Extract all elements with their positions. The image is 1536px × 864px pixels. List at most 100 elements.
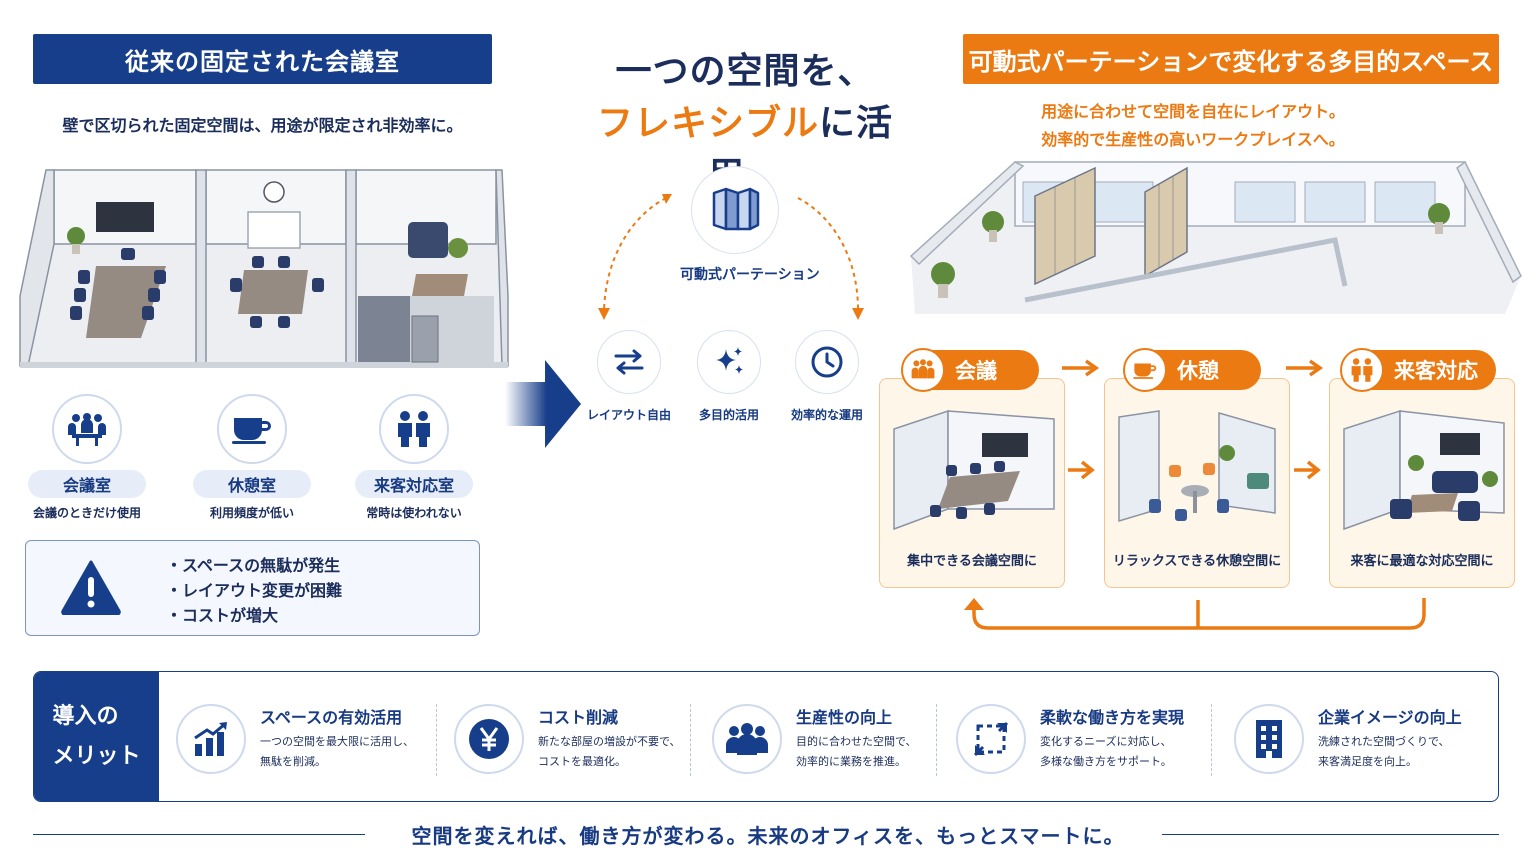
merit-separator (690, 704, 691, 776)
merit-desc-line: 無駄を削減。 (260, 755, 326, 768)
merit-separator (936, 704, 937, 776)
feature-break-room: 休憩室 利用頻度が低い (177, 394, 327, 521)
mode-tab-break: 休憩 (1123, 348, 1261, 392)
flow-arrow-icon (1062, 359, 1100, 377)
merit-separator (436, 704, 437, 776)
merit-desc-line: 目的に合わせた空間で、 (796, 735, 917, 748)
team-icon (712, 704, 782, 774)
feature-caption: 会議のときだけ使用 (32, 506, 141, 520)
flex-arrows-icon (956, 704, 1026, 774)
meeting-people-icon (901, 348, 945, 392)
feature-meeting-room: 会議室 会議のときだけ使用 (12, 394, 162, 521)
coffee-cup-icon (217, 394, 287, 464)
merit-title: スペースの有効活用 (260, 708, 403, 727)
left-section-subtitle: 壁で区切られた固定空間は、用途が限定され非効率に。 (62, 116, 463, 135)
fixed-rooms-illustration (19, 169, 509, 368)
merit-description: 目的に合わせた空間で、効率的に業務を推進。 (796, 732, 917, 772)
warning-item: ・レイアウト変更が困難 (166, 581, 343, 600)
partition-label: 可動式パーテーション (680, 267, 820, 283)
two-people-icon (1340, 348, 1384, 392)
mode-card-guest: 来客に最適な対応空間に (1329, 378, 1515, 588)
feature-label: 来客対応室 (355, 470, 473, 498)
warning-item: ・スペースの無駄が発生 (166, 556, 341, 575)
clock-icon (795, 330, 859, 394)
yen-icon (454, 704, 524, 774)
mode-caption: 来客に最適な対応空間に (1350, 554, 1494, 569)
two-people-icon (379, 394, 449, 464)
partition-node: 可動式パーテーション (680, 166, 820, 284)
mode-tab-label: 来客対応 (1394, 359, 1478, 383)
return-loop-arrow (964, 598, 1426, 630)
swap-arrows-icon (597, 330, 661, 394)
flow-arrow-icon (1294, 460, 1321, 480)
footer-rule-right (1162, 834, 1499, 835)
transition-arrow-icon (505, 360, 581, 448)
left-section-header: 従来の固定された会議室 (33, 34, 492, 84)
merit-desc-line: 新たな部屋の増設が不要で、 (538, 735, 681, 748)
merits-heading: 導入のメリット (34, 672, 159, 801)
flow-arrow-icon (1286, 359, 1324, 377)
center-feature-label: 多目的活用 (698, 408, 759, 422)
merits-panel: 導入のメリット スペースの有効活用 一つの空間を最大限に活用し、無駄を削減。 コ… (33, 671, 1499, 802)
merit-separator (1211, 704, 1212, 776)
merit-desc-line: 来客満足度を向上。 (1318, 755, 1417, 768)
merit-desc-line: 多様な働き方をサポート。 (1040, 755, 1172, 768)
right-section-subtitle: 用途に合わせて空間を自在にレイアウト。 効率的で生産性の高いワークプレイスへ。 (963, 98, 1423, 154)
right-section-header: 可動式パーテーションで変化する多目的スペース (963, 34, 1499, 84)
mode-caption: 集中できる会議空間に (907, 554, 1037, 569)
center-heading-highlight: フレキシブル (596, 103, 819, 144)
center-feature-label: 効率的な運用 (790, 408, 863, 422)
center-feature-multi: 多目的活用 (680, 330, 778, 423)
footer-rule-left (33, 834, 365, 835)
mode-tab-label: 休憩 (1177, 359, 1219, 383)
feature-caption: 利用頻度が低い (209, 506, 294, 520)
right-subtitle-line1: 用途に合わせて空間を自在にレイアウト。 (1041, 102, 1345, 121)
folding-partition-icon (691, 166, 779, 254)
merit-desc-line: 変化するニーズに対応し、 (1040, 735, 1172, 748)
right-subtitle-line2: 効率的で生産性の高いワークプレイスへ。 (1041, 130, 1345, 149)
break-scene (1118, 410, 1276, 523)
merit-desc-line: 洗練された空間づくりで、 (1318, 735, 1450, 748)
center-feature-efficiency: 効率的な運用 (778, 330, 876, 423)
center-feature-label: レイアウト自由 (586, 408, 671, 422)
merit-description: 一つの空間を最大限に活用し、無駄を削減。 (260, 732, 414, 772)
mode-tab-guest: 来客対応 (1340, 348, 1496, 392)
mode-card-break: リラックスできる休憩空間に (1104, 378, 1290, 588)
sparkle-icon (697, 330, 761, 394)
growth-chart-icon (176, 704, 246, 774)
merit-description: 新たな部屋の増設が不要で、コストを最適化。 (538, 732, 681, 772)
feature-caption: 常時は使われない (366, 506, 462, 520)
flow-arrow-icon (1068, 460, 1095, 480)
merit-title: 生産性の向上 (796, 708, 893, 727)
center-feature-layout: レイアウト自由 (580, 330, 678, 423)
meeting-scene (893, 409, 1055, 531)
feature-label: 休憩室 (193, 470, 311, 498)
mode-tab-meeting: 会議 (901, 348, 1039, 392)
meeting-people-icon (52, 394, 122, 464)
feature-guest-room: 来客対応室 常時は使われない (339, 394, 489, 521)
merits-heading-line1: 導入の (52, 703, 119, 729)
merit-description: 変化するニーズに対応し、多様な働き方をサポート。 (1040, 732, 1172, 772)
merit-title: コスト削減 (538, 708, 619, 727)
feature-label: 会議室 (28, 470, 146, 498)
warning-triangle-icon (61, 560, 121, 615)
merit-title: 柔軟な働き方を実現 (1040, 708, 1185, 727)
merit-desc-line: 効率的に業務を推進。 (796, 755, 906, 768)
footer-tagline: 空間を変えれば、働き方が変わる。未来のオフィスを、もっとスマートに。 (411, 824, 1125, 848)
mode-tab-label: 会議 (955, 359, 997, 383)
coffee-cup-icon (1123, 348, 1167, 392)
mode-card-meeting: 集中できる会議空間に (879, 378, 1065, 588)
merit-desc-line: コストを最適化。 (538, 755, 626, 768)
mode-caption: リラックスできる休憩空間に (1112, 554, 1282, 569)
center-heading-line1: 一つの空間を、 (615, 51, 875, 92)
open-office-illustration (909, 160, 1522, 314)
warning-box: ・スペースの無駄が発生 ・レイアウト変更が困難 ・コストが増大 (25, 540, 480, 636)
merit-desc-line: 一つの空間を最大限に活用し、 (260, 735, 414, 748)
warning-item: ・コストが増大 (166, 606, 279, 625)
guest-scene (1343, 409, 1505, 531)
merits-heading-line2: メリット (52, 743, 141, 769)
merit-description: 洗練された空間づくりで、来客満足度を向上。 (1318, 732, 1450, 772)
building-icon (1234, 704, 1304, 774)
cycle-dashed-arrows (598, 194, 864, 320)
merit-title: 企業イメージの向上 (1318, 708, 1462, 727)
